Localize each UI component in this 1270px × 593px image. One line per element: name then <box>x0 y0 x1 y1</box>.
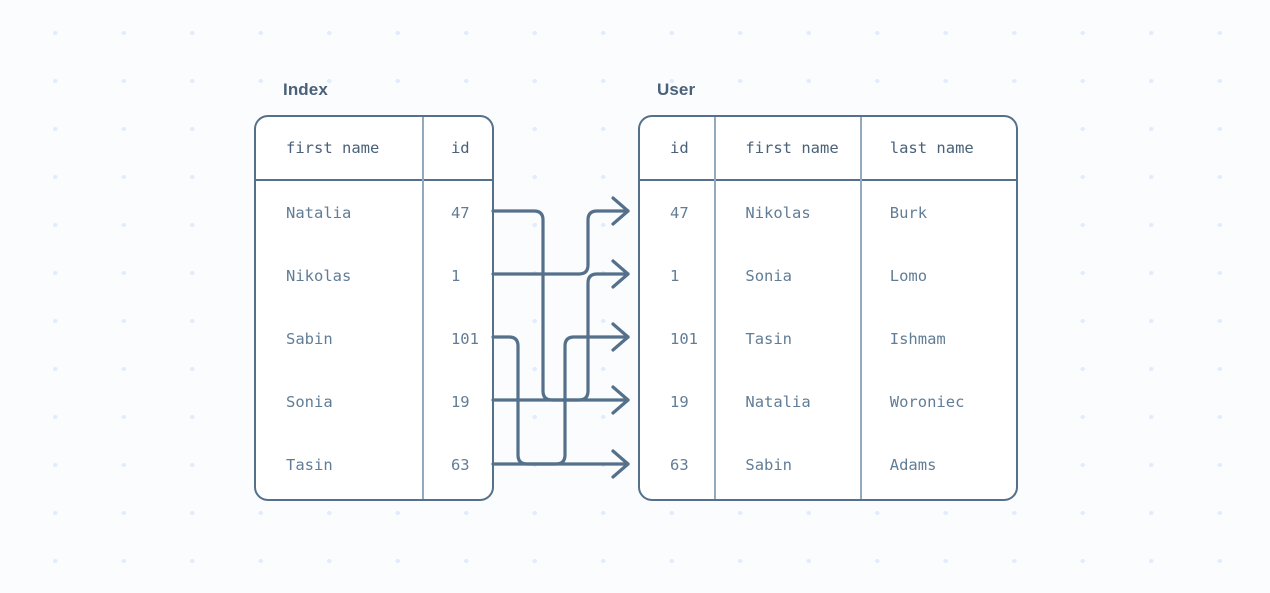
user-column-divider <box>860 117 862 499</box>
arrowhead-row5 <box>611 449 630 479</box>
index-row: Tasin 63 <box>256 433 492 496</box>
index-cell-id: 19 <box>450 392 470 411</box>
index-row: Natalia 47 <box>256 181 492 244</box>
user-cell-first-name: Sonia <box>745 266 793 285</box>
user-cell-first-name: Tasin <box>745 329 793 348</box>
user-table: id first name last name 47 Nikolas Burk … <box>638 115 1018 501</box>
user-cell-id: 63 <box>670 455 689 474</box>
user-cell-last-name: Lomo <box>889 266 928 285</box>
index-header-first-name: first name <box>286 139 380 157</box>
index-column-divider <box>422 117 424 499</box>
index-row: Sabin 101 <box>256 307 492 370</box>
arrowhead-row4 <box>611 385 630 415</box>
user-cell-id: 19 <box>670 392 689 411</box>
connector-101-to-row5 <box>491 335 630 466</box>
index-table-title: Index <box>283 80 328 99</box>
user-table-title: User <box>657 80 696 99</box>
user-row: 63 Sabin Adams <box>640 433 1016 496</box>
index-cell-first-name: Sabin <box>286 329 333 348</box>
user-cell-last-name: Woroniec <box>889 392 965 411</box>
user-column-divider <box>714 117 716 499</box>
index-cell-id: 63 <box>450 455 470 474</box>
index-cell-id: 47 <box>450 203 470 222</box>
index-cell-first-name: Sonia <box>286 392 333 411</box>
index-header-row: first name id <box>256 117 492 181</box>
index-cell-id: 1 <box>450 266 461 285</box>
user-header-first-name: first name <box>745 139 839 157</box>
user-cell-last-name: Ishmam <box>889 329 946 348</box>
user-header-id: id <box>670 139 689 157</box>
connector-47-to-row4 <box>491 209 630 402</box>
user-cell-id: 1 <box>670 266 680 285</box>
user-row: 1 Sonia Lomo <box>640 244 1016 307</box>
arrowhead-row3 <box>611 322 630 352</box>
index-table: first name id Natalia 47 Nikolas 1 Sabin… <box>254 115 494 501</box>
user-cell-id: 101 <box>670 329 698 348</box>
arrowhead-row2 <box>611 259 630 289</box>
user-row: 47 Nikolas Burk <box>640 181 1016 244</box>
index-header-id: id <box>450 139 470 157</box>
index-row: Nikolas 1 <box>256 244 492 307</box>
user-row: 19 Natalia Woroniec <box>640 370 1016 433</box>
user-cell-last-name: Burk <box>889 203 928 222</box>
arrowhead-row1 <box>611 196 630 226</box>
index-row: Sonia 19 <box>256 370 492 433</box>
connector-19-to-row2 <box>491 272 630 402</box>
user-row: 101 Tasin Ishmam <box>640 307 1016 370</box>
user-cell-last-name: Adams <box>889 455 937 474</box>
user-cell-first-name: Sabin <box>745 455 793 474</box>
index-cell-first-name: Nikolas <box>286 266 352 285</box>
index-cell-first-name: Natalia <box>286 203 352 222</box>
user-cell-first-name: Nikolas <box>745 203 811 222</box>
user-cell-first-name: Natalia <box>745 392 811 411</box>
index-cell-id: 101 <box>450 329 479 348</box>
index-cell-first-name: Tasin <box>286 455 333 474</box>
user-header-row: id first name last name <box>640 117 1016 181</box>
connector-1-to-row1 <box>491 209 630 276</box>
user-header-last-name: last name <box>889 139 974 157</box>
user-cell-id: 47 <box>670 203 689 222</box>
connector-63-to-row3 <box>491 335 630 466</box>
